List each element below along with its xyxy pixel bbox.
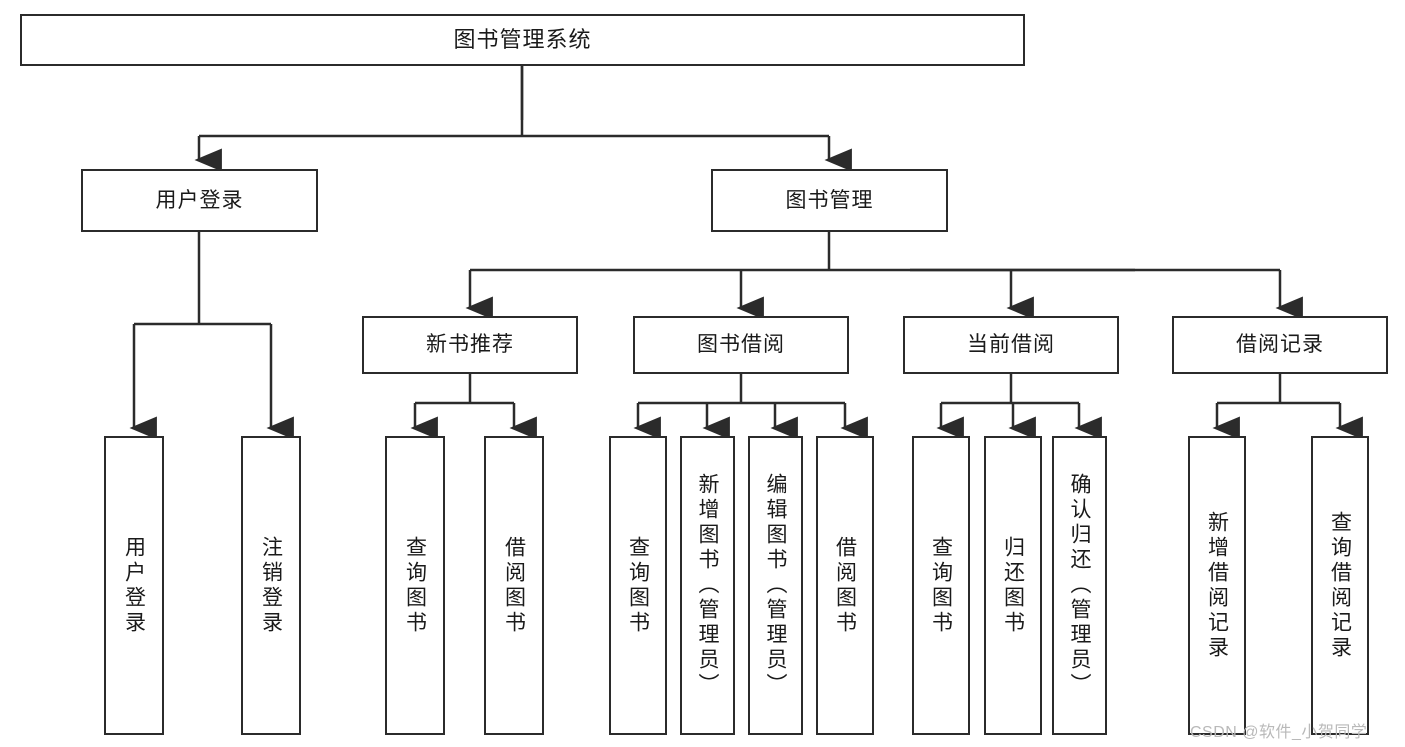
node-book-borrow-label: 图书借阅 xyxy=(697,333,785,357)
node-book-management-label: 图书管理 xyxy=(785,188,874,212)
leaf-return-book[interactable]: 归还图书 xyxy=(984,436,1042,735)
leaf-query-book-newbook[interactable]: 查询图书 xyxy=(385,436,445,735)
leaf-query-book-current-label: 查询图书 xyxy=(929,535,953,636)
leaf-borrow-book-label: 借阅图书 xyxy=(833,535,857,636)
leaf-add-borrow-record-label: 新增借阅记录 xyxy=(1205,510,1229,661)
leaf-return-book-label: 归还图书 xyxy=(1001,535,1025,636)
leaf-query-borrow-record-label: 查询借阅记录 xyxy=(1328,510,1352,661)
leaf-query-book-borrow[interactable]: 查询图书 xyxy=(609,436,667,735)
node-user-login-label: 用户登录 xyxy=(155,188,244,212)
leaf-borrow-book[interactable]: 借阅图书 xyxy=(816,436,874,735)
node-user-login[interactable]: 用户登录 xyxy=(81,169,318,232)
node-root[interactable]: 图书管理系统 xyxy=(20,14,1025,66)
node-borrow-records[interactable]: 借阅记录 xyxy=(1172,316,1388,374)
node-root-label: 图书管理系统 xyxy=(453,26,592,52)
leaf-query-book-borrow-label: 查询图书 xyxy=(626,535,650,636)
node-new-book-recommend[interactable]: 新书推荐 xyxy=(362,316,578,374)
leaf-query-book-current[interactable]: 查询图书 xyxy=(912,436,970,735)
leaf-edit-book-admin-label: 编辑图书（管理员） xyxy=(764,473,787,698)
leaf-user-login-label: 用户登录 xyxy=(122,535,146,636)
node-current-borrow[interactable]: 当前借阅 xyxy=(903,316,1119,374)
leaf-edit-book-admin[interactable]: 编辑图书（管理员） xyxy=(748,436,803,735)
leaf-logout[interactable]: 注销登录 xyxy=(241,436,301,735)
leaf-borrow-book-newbook-label: 借阅图书 xyxy=(502,535,526,636)
node-book-management[interactable]: 图书管理 xyxy=(711,169,948,232)
leaf-borrow-book-newbook[interactable]: 借阅图书 xyxy=(484,436,544,735)
leaf-add-borrow-record[interactable]: 新增借阅记录 xyxy=(1188,436,1246,735)
watermark: CSDN @软件_小贺同学 xyxy=(1190,724,1368,741)
leaf-user-login[interactable]: 用户登录 xyxy=(104,436,164,735)
node-borrow-records-label: 借阅记录 xyxy=(1236,333,1324,357)
leaf-confirm-return-admin-label: 确认归还（管理员） xyxy=(1068,473,1091,698)
leaf-query-book-newbook-label: 查询图书 xyxy=(403,535,427,636)
node-book-borrow[interactable]: 图书借阅 xyxy=(633,316,849,374)
node-new-book-recommend-label: 新书推荐 xyxy=(426,333,514,357)
leaf-add-book-admin[interactable]: 新增图书（管理员） xyxy=(680,436,735,735)
leaf-logout-label: 注销登录 xyxy=(259,535,283,636)
leaf-confirm-return-admin[interactable]: 确认归还（管理员） xyxy=(1052,436,1107,735)
leaf-query-borrow-record[interactable]: 查询借阅记录 xyxy=(1311,436,1369,735)
leaf-add-book-admin-label: 新增图书（管理员） xyxy=(696,473,719,698)
node-current-borrow-label: 当前借阅 xyxy=(967,333,1055,357)
